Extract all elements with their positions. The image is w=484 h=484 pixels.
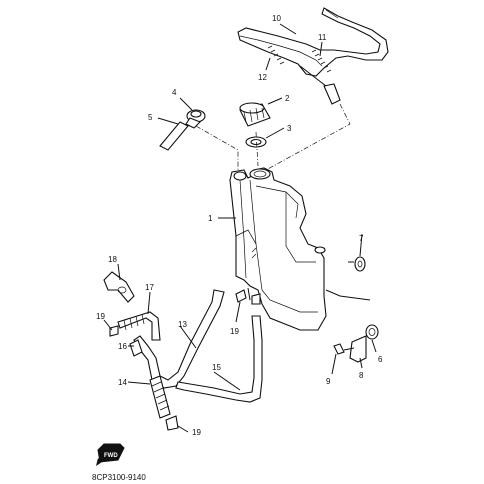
bolt-9 [333, 343, 355, 355]
callout-3: 3 [287, 124, 292, 133]
callout-14: 14 [118, 378, 127, 387]
callout-15: 15 [212, 363, 221, 372]
spring-14 [149, 375, 171, 419]
callout-4: 4 [172, 88, 177, 97]
hose-clamp-spring-11 [311, 49, 332, 73]
clamp-18 [103, 271, 135, 303]
gasket-3 [245, 136, 267, 148]
callout-10: 10 [272, 14, 281, 23]
overflow-hose-13 [133, 289, 225, 389]
callout-11: 11 [318, 33, 327, 42]
union-fitting-4 [185, 109, 206, 129]
front-direction-badge: FWD [96, 443, 125, 466]
callout-5: 5 [148, 113, 153, 122]
hose-clamp-spring-12 [267, 45, 285, 65]
reservoir-tank-1 [229, 167, 327, 331]
hose-clamp-19c [165, 415, 179, 431]
hose-clamp-19a [109, 325, 119, 337]
pipe-5 [159, 121, 189, 151]
breather-hose-10 [237, 7, 389, 77]
drawing-code: 8CP3100-9140 [92, 473, 146, 482]
callout-18: 18 [108, 255, 117, 264]
hose-17 [117, 311, 161, 341]
grommet-7 [348, 256, 366, 272]
callout-16: 16 [118, 342, 127, 351]
callout-9: 9 [326, 377, 331, 386]
breather-hose-end [323, 83, 341, 105]
callout-1: 1 [208, 214, 213, 223]
callout-13: 13 [178, 320, 187, 329]
hose-clamp-19b [235, 289, 261, 305]
collar-6 [365, 324, 379, 340]
callout-19-bottom: 19 [192, 428, 201, 437]
callout-19-left: 19 [96, 312, 105, 321]
callout-7: 7 [359, 234, 364, 243]
callout-2: 2 [285, 94, 290, 103]
callout-8: 8 [359, 371, 364, 380]
pipe-16 [129, 339, 143, 357]
bracket-8 [349, 335, 367, 363]
callout-12: 12 [258, 73, 267, 82]
callout-6: 6 [378, 355, 383, 364]
front-badge-label: FWD [104, 453, 118, 459]
callout-17: 17 [145, 283, 154, 292]
overflow-hose-15 [175, 315, 263, 403]
callout-19-mid: 19 [230, 327, 239, 336]
tank-cap-2 [239, 102, 271, 127]
